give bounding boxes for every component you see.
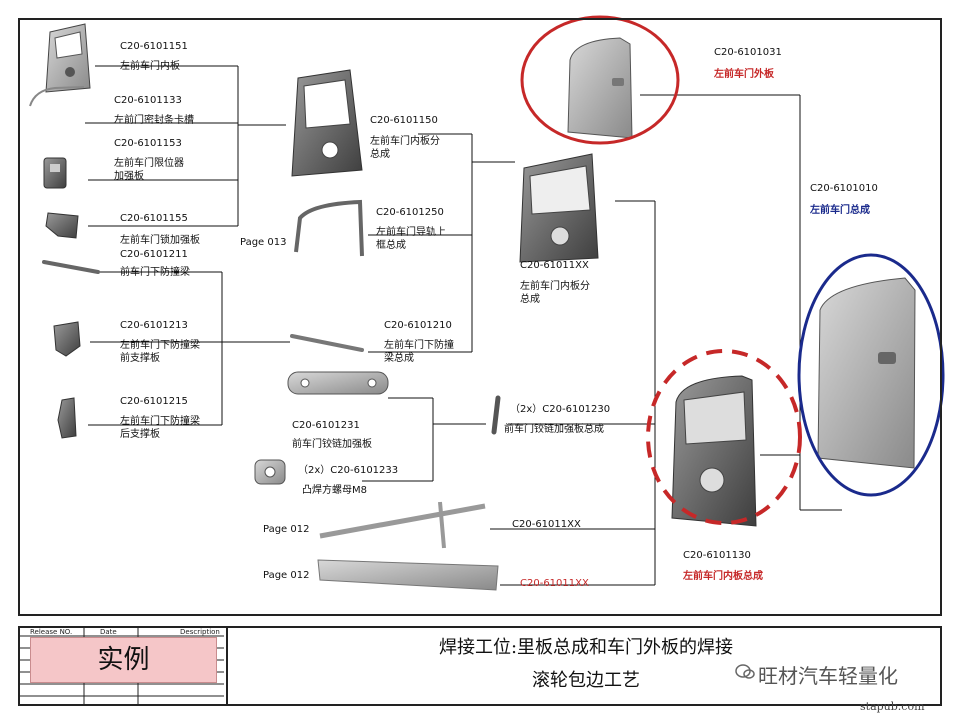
label-6101250-name2: 框总成: [376, 240, 406, 251]
wechat-icon: [735, 664, 755, 679]
label-61011xx-a-name2: 总成: [520, 294, 540, 305]
label-6101213-code: C20-6101213: [120, 320, 188, 331]
diagram-frame: [18, 18, 942, 616]
label-6101230-name: 前车门铰链加强板总成: [504, 424, 604, 435]
label-6101215-code: C20-6101215: [120, 396, 188, 407]
description-header: Description: [180, 628, 220, 636]
part-inner-panel-icon: [45, 23, 91, 93]
label-6101210-name1: 左前车门下防撞: [384, 340, 454, 351]
title-line-1: 焊接工位:里板总成和车门外板的焊接: [438, 637, 734, 658]
label-6101130-code: C20-6101130: [683, 550, 751, 561]
example-stamp: 实例: [30, 637, 217, 683]
label-6101211-name: 前车门下防撞梁: [120, 267, 190, 278]
door-assembly-highlight: [797, 253, 945, 497]
label-6101210-code: C20-6101210: [384, 320, 452, 331]
page-ref-012-a[interactable]: Page 012: [263, 524, 310, 535]
part-rear-support-icon: [57, 397, 77, 439]
label-6101153-name1: 左前车门限位器: [114, 158, 184, 169]
label-6101151-code: C20-6101151: [120, 41, 188, 52]
hinge-plate-icon: [287, 371, 389, 395]
label-6101215-name1: 左前车门下防撞梁: [120, 416, 200, 427]
label-6101233-code: （2x）C20-6101233: [298, 465, 399, 476]
page012-rail-a-icon: [319, 501, 486, 549]
outer-panel-highlight: [520, 15, 680, 145]
part-lock-plate-icon: [45, 212, 79, 239]
upper-frame-rail-icon: [294, 199, 364, 257]
label-6101211-code: C20-6101211: [120, 249, 188, 260]
release-no-header: Release NO.: [30, 628, 73, 636]
door-assembly-icon: [817, 277, 916, 469]
label-61011xx-a-name1: 左前车门内板分: [520, 281, 590, 292]
label-6101010-name: 左前车门总成: [810, 205, 870, 216]
weld-nut-icon: [254, 459, 286, 485]
label-6101155-code: C20-6101155: [120, 213, 188, 224]
hinge-assy-icon: [491, 395, 501, 435]
part-front-support-icon: [53, 321, 81, 357]
label-6101133-name: 左前门密封条卡槽: [114, 115, 194, 126]
label-6101150-name2: 总成: [370, 149, 390, 160]
label-6101010-code: C20-6101010: [810, 183, 878, 194]
label-6101213-name1: 左前车门下防撞梁: [120, 340, 200, 351]
outer-panel-icon: [567, 37, 633, 139]
label-6101233-name: 凸焊方螺母M8: [302, 485, 367, 496]
title-block: [18, 626, 942, 706]
page-ref-012-b[interactable]: Page 012: [263, 570, 310, 581]
label-6101150-code: C20-6101150: [370, 115, 438, 126]
inner-assembly-highlight: [646, 349, 802, 525]
label-6101250-name1: 左前车门导轨上: [376, 227, 446, 238]
page-ref-013[interactable]: Page 013: [240, 237, 287, 248]
label-6101130-name: 左前车门内板总成: [683, 571, 763, 582]
date-header: Date: [100, 628, 117, 636]
inner-assembly-icon: [671, 375, 757, 527]
label-6101215-name2: 后支撑板: [120, 429, 160, 440]
label-6101210-name2: 梁总成: [384, 353, 414, 364]
label-6101151-name: 左前车门内板: [120, 61, 180, 72]
label-6101230-code: （2x）C20-6101230: [510, 404, 611, 415]
part-lower-beam-icon: [42, 260, 100, 274]
page012-rail-b-icon: [317, 559, 499, 591]
title-panel: 焊接工位:里板总成和车门外板的焊接 滚轮包边工艺: [226, 626, 942, 706]
label-6101231-name: 前车门铰链加强板: [292, 439, 372, 450]
part-limiter-plate-icon: [43, 157, 67, 189]
label-61011xx-a-code: C20-61011XX: [520, 260, 589, 271]
inner-panel-xx-icon: [519, 153, 599, 263]
label-6101031-name: 左前车门外板: [714, 69, 774, 80]
watermark-text: 旺材汽车轻量化: [758, 664, 898, 688]
site-watermark: stapub.com: [860, 700, 925, 713]
inner-panel-sub-icon: [291, 69, 363, 177]
label-61011xx-c-code: C20-61011XX: [520, 578, 589, 589]
label-6101213-name2: 前支撑板: [120, 353, 160, 364]
label-6101153-code: C20-6101153: [114, 138, 182, 149]
connector-lines: [85, 65, 842, 586]
label-6101150-name1: 左前车门内板分: [370, 136, 440, 147]
label-6101153-name2: 加强板: [114, 171, 144, 182]
label-61011xx-b-code: C20-61011XX: [512, 519, 581, 530]
title-line-2: 滚轮包边工艺: [532, 670, 640, 691]
label-6101155-name: 左前车门锁加强板: [120, 235, 200, 246]
label-6101133-code: C20-6101133: [114, 95, 182, 106]
lower-beam-assy-icon: [290, 334, 364, 352]
label-6101231-code: C20-6101231: [292, 420, 360, 431]
label-6101250-code: C20-6101250: [376, 207, 444, 218]
label-6101031-code: C20-6101031: [714, 47, 782, 58]
part-seal-groove-icon: [29, 86, 85, 107]
